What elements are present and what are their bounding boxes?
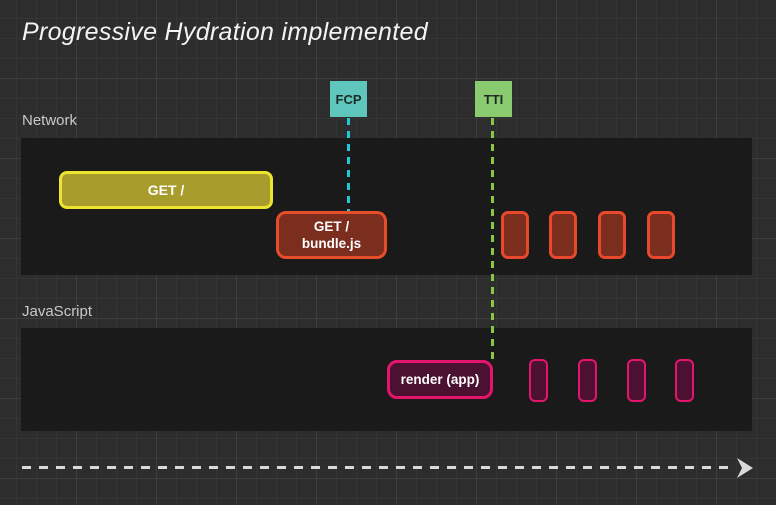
network-block-get-bundle-label-line2: bundle.js (301, 236, 362, 251)
network-activity-block (598, 211, 626, 259)
diagram-title: Progressive Hydration implemented (22, 18, 428, 46)
javascript-activity-block (529, 359, 548, 402)
javascript-activity-block (578, 359, 597, 402)
network-activity-block (501, 211, 529, 259)
tti-dashed-line (491, 118, 494, 360)
network-block-get-root-label: GET / (147, 182, 185, 198)
network-activity-block (647, 211, 675, 259)
network-block-get-root: GET / (59, 171, 273, 209)
network-block-get-bundle: GET / bundle.js (276, 211, 387, 259)
tti-marker-label: TTI (483, 91, 504, 107)
javascript-block-render-app-label: render (app) (400, 372, 480, 387)
fcp-marker: FCP (330, 81, 367, 117)
javascript-lane-label: JavaScript (22, 303, 93, 320)
timeline-dashed-line (22, 466, 734, 469)
arrow-right-icon (737, 458, 753, 478)
fcp-marker-label: FCP (335, 91, 362, 107)
network-activity-block (549, 211, 577, 259)
javascript-activity-block (675, 359, 694, 402)
fcp-dashed-line (347, 118, 350, 212)
javascript-block-render-app: render (app) (387, 360, 493, 399)
javascript-activity-block (627, 359, 646, 402)
network-lane-label: Network (22, 112, 78, 129)
network-block-get-bundle-label-line1: GET / (313, 219, 350, 234)
tti-marker: TTI (475, 81, 512, 117)
